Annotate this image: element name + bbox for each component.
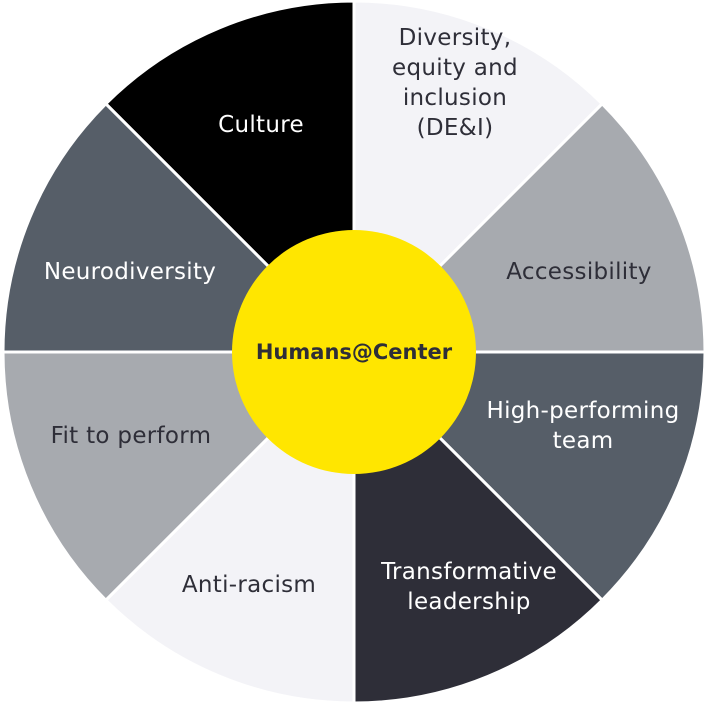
segment-label-anti-racism: Anti-racism (182, 572, 316, 598)
segment-label-line: team (553, 428, 614, 454)
segment-label-line: Fit to perform (51, 423, 212, 449)
segment-label-line: Anti-racism (182, 572, 316, 598)
segment-label-line: Accessibility (506, 259, 651, 285)
segment-label-neurodiversity: Neurodiversity (44, 259, 216, 285)
segment-label-high-performing-team: High-performing team (486, 398, 679, 454)
segment-label-line: Culture (218, 112, 304, 138)
segment-label-line: (DE&I) (417, 115, 494, 141)
center-label: Humans@Center (256, 340, 453, 364)
segment-label-line: inclusion (403, 85, 507, 111)
segment-label-line: Diversity, (399, 25, 512, 51)
segment-label-transformative-leadership: Transformative leadership (380, 559, 557, 615)
segment-label-line: equity and (392, 55, 518, 81)
segment-label-line: Transformative (380, 559, 557, 585)
segment-label-culture: Culture (218, 112, 304, 138)
segment-label-dei: Diversity, equity and inclusion (DE&I) (392, 25, 518, 141)
labels-layer: Culture Diversity, equity and inclusion (DE&… (44, 25, 679, 615)
segment-label-accessibility: Accessibility (506, 259, 651, 285)
segment-label-line: leadership (407, 589, 530, 615)
segment-label-line: High-performing (486, 398, 679, 424)
segment-label-fit-to-perform: Fit to perform (51, 423, 212, 449)
center-circle (232, 230, 476, 474)
segment-label-line: Neurodiversity (44, 259, 216, 285)
